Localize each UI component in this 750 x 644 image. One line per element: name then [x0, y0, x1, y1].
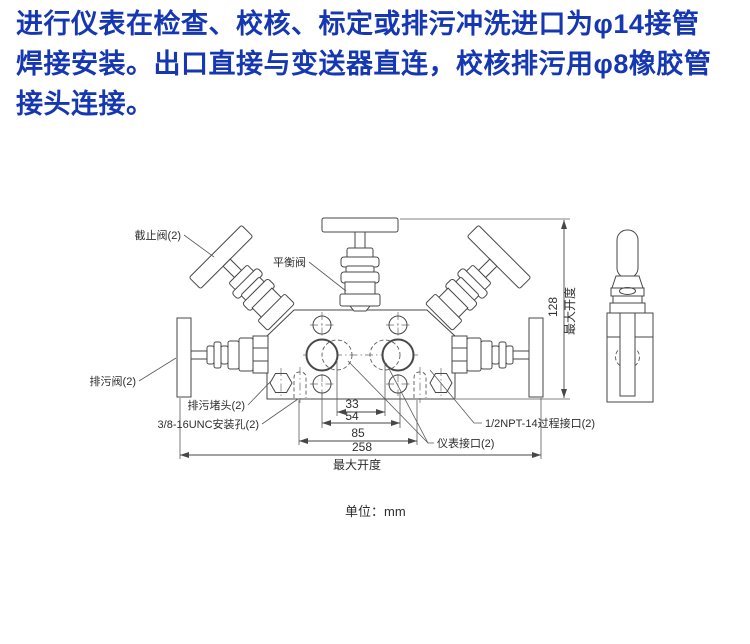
max-opening-right-label: 最大开度: [562, 287, 577, 335]
max-opening-bottom-label: 最大开度: [333, 457, 381, 472]
bolt-hole: [388, 315, 408, 335]
mounting-slot-right: [413, 371, 427, 398]
stop-valve-label: 截止阀(2): [135, 228, 181, 242]
mounting-hole-label: 3/8-16UNC安装孔(2): [158, 417, 259, 431]
balance-valve: [321, 217, 399, 312]
process-port-label: 1/2NPT-14过程接口(2): [485, 417, 595, 430]
dim-33: 33: [345, 397, 359, 411]
mounting-slot-left: [293, 371, 307, 398]
port-boss-right: [381, 338, 415, 372]
drain-plug-hex-right: [429, 373, 453, 393]
unit-note: 单位：mm: [345, 504, 406, 519]
intro-line-3: 接头连接。: [16, 89, 154, 119]
intro-line-1: 进行仪表在检查、校核、标定或排污冲洗进口为φ14接管: [16, 9, 700, 39]
dim-258: 258: [352, 440, 372, 454]
drain-plug-hex-left: [269, 373, 293, 393]
dimension-lines: [180, 220, 567, 458]
body-ports: [269, 312, 453, 403]
bolt-hole: [388, 374, 408, 394]
manifold-body: [266, 309, 456, 400]
extension-lines: [179, 218, 570, 459]
bolt-hole: [312, 315, 332, 335]
intro-line-2: 焊接安装。出口直接与变送器直连，校核排污用φ8橡胶管: [16, 49, 712, 79]
dim-54: 54: [345, 409, 359, 423]
drain-valve-left: [176, 317, 269, 398]
intro-text: 进行仪表在检查、校核、标定或排污冲洗进口为φ14接管 焊接安装。出口直接与变送器…: [16, 4, 736, 124]
balance-valve-label: 平衡阀: [273, 255, 306, 269]
leader-lines: [138, 234, 482, 444]
drain-valve-label: 排污阀(2): [90, 374, 136, 388]
side-view: [606, 229, 654, 403]
instrument-port-label: 仪表接口(2): [437, 436, 494, 450]
drain-plug-label: 排污堵头(2): [188, 398, 245, 412]
dim-85: 85: [351, 426, 365, 440]
drain-valve-right: [451, 317, 544, 398]
dim-128: 128: [546, 297, 560, 317]
stop-valve-left: [189, 225, 295, 331]
